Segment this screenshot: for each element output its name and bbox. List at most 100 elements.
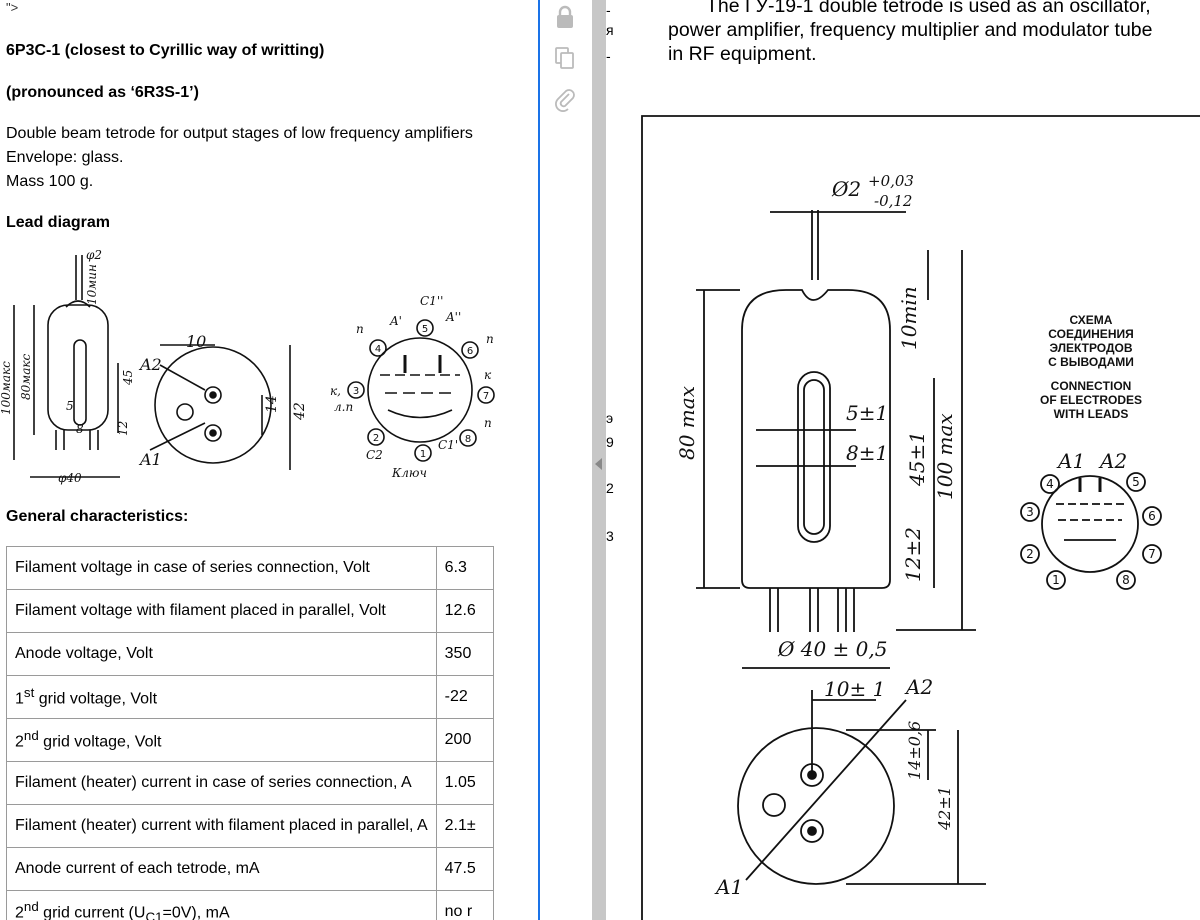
lead-label: к,	[330, 384, 341, 398]
description-line: Envelope: glass.	[6, 149, 124, 166]
table-row: 2nd grid current (UC1=0V), mA no r	[6, 890, 494, 920]
table-row: 1st grid voltage, Volt -22	[6, 675, 494, 719]
pin-number: 6	[1148, 509, 1156, 523]
lead-label: к	[484, 368, 492, 382]
page-edge-fragment: 2	[606, 480, 614, 496]
lead-diagram-heading: Lead diagram	[6, 214, 111, 231]
lead-label: A''	[445, 310, 461, 324]
lead-label: 8	[76, 422, 84, 436]
pin-number: 5	[422, 324, 428, 335]
attachment-icon[interactable]	[552, 86, 578, 112]
dimension-label: 10± 1	[824, 677, 885, 701]
document-description: The ГУ-19-1 double tetrode is used as an…	[668, 0, 1153, 65]
copy-icon[interactable]	[552, 45, 578, 71]
lead-label: C1'	[438, 438, 458, 452]
table-row: Anode voltage, Volt 350	[6, 632, 494, 676]
param-cell: Filament voltage in case of series conne…	[6, 546, 437, 590]
pin-number: 4	[375, 344, 381, 355]
table-row: Filament (heater) current with filament …	[6, 804, 494, 848]
scheme-title: ЭЛЕКТРОДОВ	[1049, 341, 1132, 355]
page-edge-fragment: -	[606, 48, 611, 64]
description-line: Mass 100 g.	[6, 173, 94, 190]
dimension-label: Ø 40 ± 0,5	[777, 637, 887, 661]
pin-number: 5	[1132, 475, 1140, 489]
pin-number: 1	[1052, 573, 1060, 587]
table-row: Filament (heater) current in case of ser…	[6, 761, 494, 805]
pin-number: 1	[420, 449, 426, 460]
lead-label: A'	[389, 314, 402, 328]
lead-label: п	[484, 416, 492, 430]
pin-number: 7	[483, 391, 489, 402]
param-cell: 2nd grid voltage, Volt	[6, 718, 437, 762]
dimension-label: A1	[714, 875, 743, 899]
dimension-label: +0,03	[868, 172, 914, 190]
lead-label: Ключ	[391, 466, 427, 480]
value-cell: 200	[435, 718, 494, 762]
pin-number: 8	[1122, 573, 1130, 587]
param-cell: Filament (heater) current in case of ser…	[6, 761, 437, 805]
pronunciation-heading: (pronounced as ‘6R3S-1’)	[6, 84, 199, 101]
page-edge-fragment: -	[606, 2, 611, 18]
scheme-title: CONNECTION	[1051, 379, 1132, 393]
lead-label: C2	[366, 448, 383, 462]
dimension-label: 12±2	[901, 527, 925, 582]
lead-label: 42	[292, 402, 308, 421]
lead-label: 45	[121, 370, 135, 386]
document-viewer: The ГУ-19-1 double tetrode is used as an…	[606, 0, 1200, 920]
value-cell: 6.3	[435, 546, 494, 590]
param-cell: Filament voltage with filament placed in…	[6, 589, 437, 633]
value-cell: 2.1±	[435, 804, 494, 848]
value-cell: -22	[435, 675, 494, 719]
dimension-label: 5±1	[846, 401, 888, 425]
web-page-pane: "> 6P3C-1 (closest to Cyrillic way of wr…	[0, 0, 540, 920]
dimension-label: -0,12	[874, 192, 912, 210]
lock-icon[interactable]	[552, 4, 578, 30]
param-cell: Anode voltage, Volt	[6, 632, 437, 676]
lead-label: л.п	[334, 400, 353, 414]
param-cell: Anode current of each tetrode, mA	[6, 847, 437, 891]
dimension-label: 14±0,6	[905, 721, 924, 780]
dimension-label: 42±1	[935, 786, 954, 831]
page-edge-fragment: я	[606, 22, 614, 38]
lead-label: 14	[264, 395, 280, 413]
stray-markup-text: ">	[6, 0, 19, 15]
dimension-label: Ø2	[831, 177, 861, 201]
pane-divider[interactable]	[538, 0, 540, 920]
pin-number: 2	[1026, 547, 1034, 561]
pin-number: 4	[1046, 477, 1054, 491]
lead-label: 100макс	[0, 361, 13, 415]
scheme-title: WITH LEADS	[1054, 407, 1129, 421]
lead-label: C1''	[420, 294, 443, 308]
pin-number: 3	[1026, 505, 1034, 519]
scheme-label: A2	[1098, 449, 1127, 473]
description-line: Double beam tetrode for output stages of…	[6, 125, 473, 142]
table-row: Filament voltage in case of series conne…	[6, 546, 494, 590]
dimension-label: 10min	[897, 286, 921, 350]
tube-drawing: Ø2 +0,03 -0,12 80 max 10min 100 max 5±1 …	[641, 115, 1200, 920]
value-cell: 1.05	[435, 761, 494, 805]
scheme-title: СХЕМА	[1070, 313, 1113, 327]
value-cell: 350	[435, 632, 494, 676]
scheme-title: OF ELECTRODES	[1040, 393, 1142, 407]
value-cell: 47.5	[435, 847, 494, 891]
pin-number: 8	[465, 434, 471, 445]
param-cell: 2nd grid current (UC1=0V), mA	[6, 890, 437, 920]
lead-label: п	[486, 332, 494, 346]
scheme-title: С ВЫВОДАМИ	[1048, 355, 1134, 369]
lead-label: 10мин	[85, 264, 99, 305]
dimension-label: A2	[904, 675, 933, 699]
param-cell: 1st grid voltage, Volt	[6, 675, 437, 719]
lead-label: 10	[186, 332, 206, 351]
dimension-label: 45±1	[905, 431, 929, 487]
page-edge-fragment: э	[606, 410, 614, 426]
lead-label: A1	[138, 450, 162, 469]
lead-label: п	[356, 322, 364, 336]
lead-label: 5	[66, 399, 74, 413]
lead-label: φ2	[86, 248, 102, 262]
collapse-arrow-icon[interactable]	[595, 458, 602, 470]
page-edge-fragment: 3	[606, 528, 614, 544]
lead-label: 12	[116, 421, 130, 436]
pin-number: 6	[467, 346, 473, 357]
table-row: Filament voltage with filament placed in…	[6, 589, 494, 633]
dimension-label: 8±1	[846, 441, 888, 465]
